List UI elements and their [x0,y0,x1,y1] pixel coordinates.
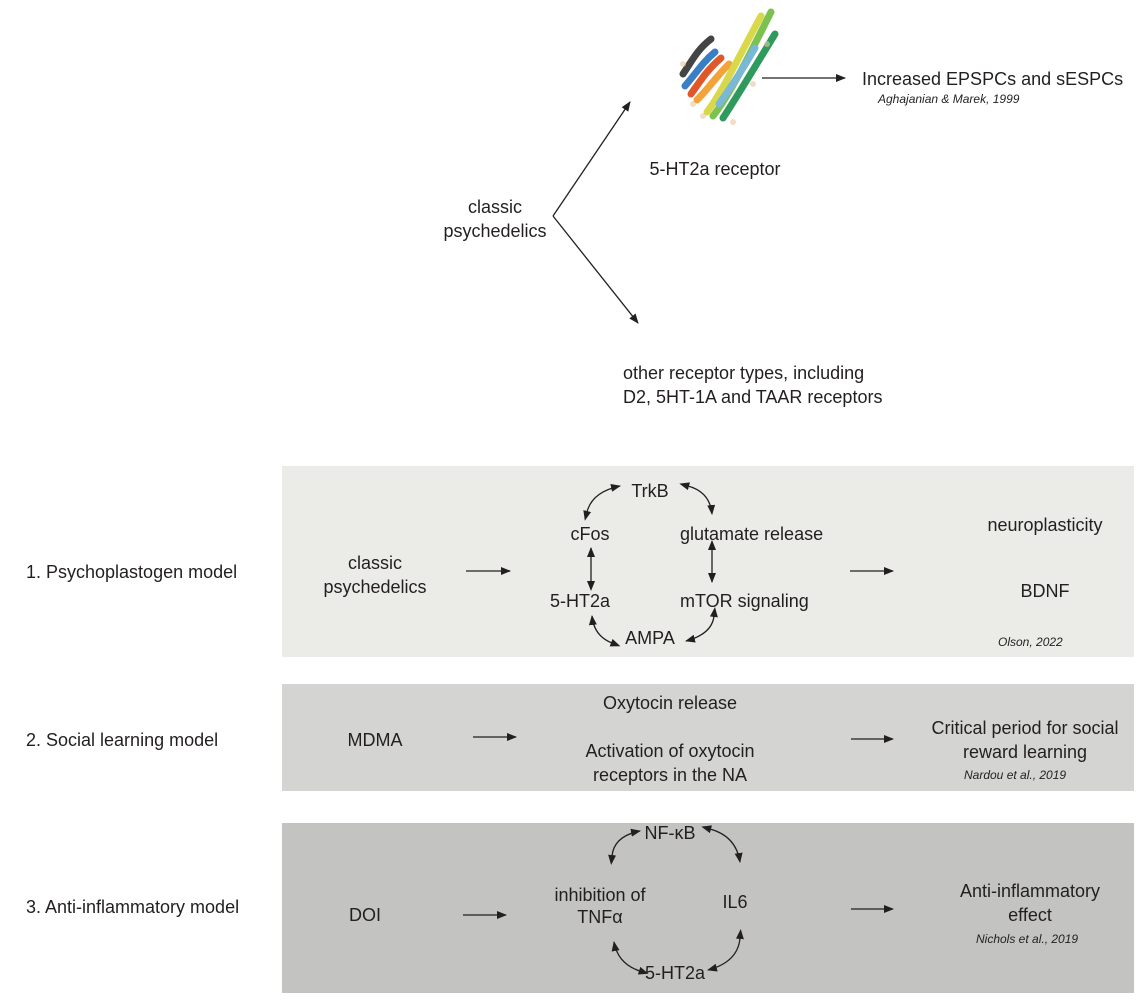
model-3-label: 3. Anti-inflammatory model [26,897,240,917]
model-2-mechanism-line-2: Activation of oxytocin [585,741,755,761]
model-3-mechanism-line-1: inhibition of [554,885,646,905]
model-3-citation: Nichols et al., 2019 [976,932,1079,946]
effect-text: Increased EPSPCs and sESPCs [862,69,1124,89]
cycle-node-glutamate-release: glutamate release [680,524,824,544]
model-2-mechanism-line-3: receptors in the NA [592,765,748,785]
cycle-node-mtor-signaling: mTOR signaling [680,591,809,611]
arrow-to-5ht2a [552,101,631,217]
cycle-node-ampa: AMPA [625,628,675,648]
receptor-label: 5-HT2a receptor [649,159,781,179]
model-3-input: DOI [348,905,381,925]
cycle-node-cfos: cFos [570,524,610,544]
model-1-citation: Olson, 2022 [998,635,1063,649]
model-2-label: 2. Social learning model [26,730,219,750]
model-3-output-line-1: Anti-inflammatory [959,881,1101,901]
other-receptors-line-2: D2, 5HT-1A and TAAR receptors [623,387,883,407]
model-1-input-line-2: psychedelics [323,577,427,597]
source-line-1: classic [467,197,522,217]
model-1-output-line-2: BDNF [1020,581,1070,601]
model-1-output-line-1: neuroplasticity [987,515,1103,535]
social-learning-panel [282,684,1134,791]
arrow-to-other-receptors [552,215,639,324]
model-2-input: MDMA [347,730,403,750]
effect-citation: Aghajanian & Marek, 1999 [878,92,1020,106]
model-2-output-line-1: Critical period for social [931,718,1119,738]
model-2-citation: Nardou et al., 2019 [964,768,1067,782]
model-3-mechanism-line-2: TNFα [577,907,623,927]
model-2-output-line-2: reward learning [962,742,1088,762]
other-receptors-line-1: other receptor types, including [623,363,865,383]
cycle-node-nf-kb: NF-κB [644,823,696,843]
cycle-node-5ht2a-inflammatory: 5-HT2a [644,963,706,983]
cycle-node-5ht2a: 5-HT2a [549,591,611,611]
cycle-node-il6: IL6 [722,892,748,912]
model-1-label: 1. Psychoplastogen model [26,562,238,582]
receptor-structure-image [679,8,779,125]
cycle-node-trkb: TrkB [631,481,669,501]
model-2-mechanism-line-1: Oxytocin release [602,693,738,713]
model-3-output-line-2: effect [1008,905,1052,925]
source-line-2: psychedelics [443,221,547,241]
model-1-input-line-1: classic [347,553,402,573]
